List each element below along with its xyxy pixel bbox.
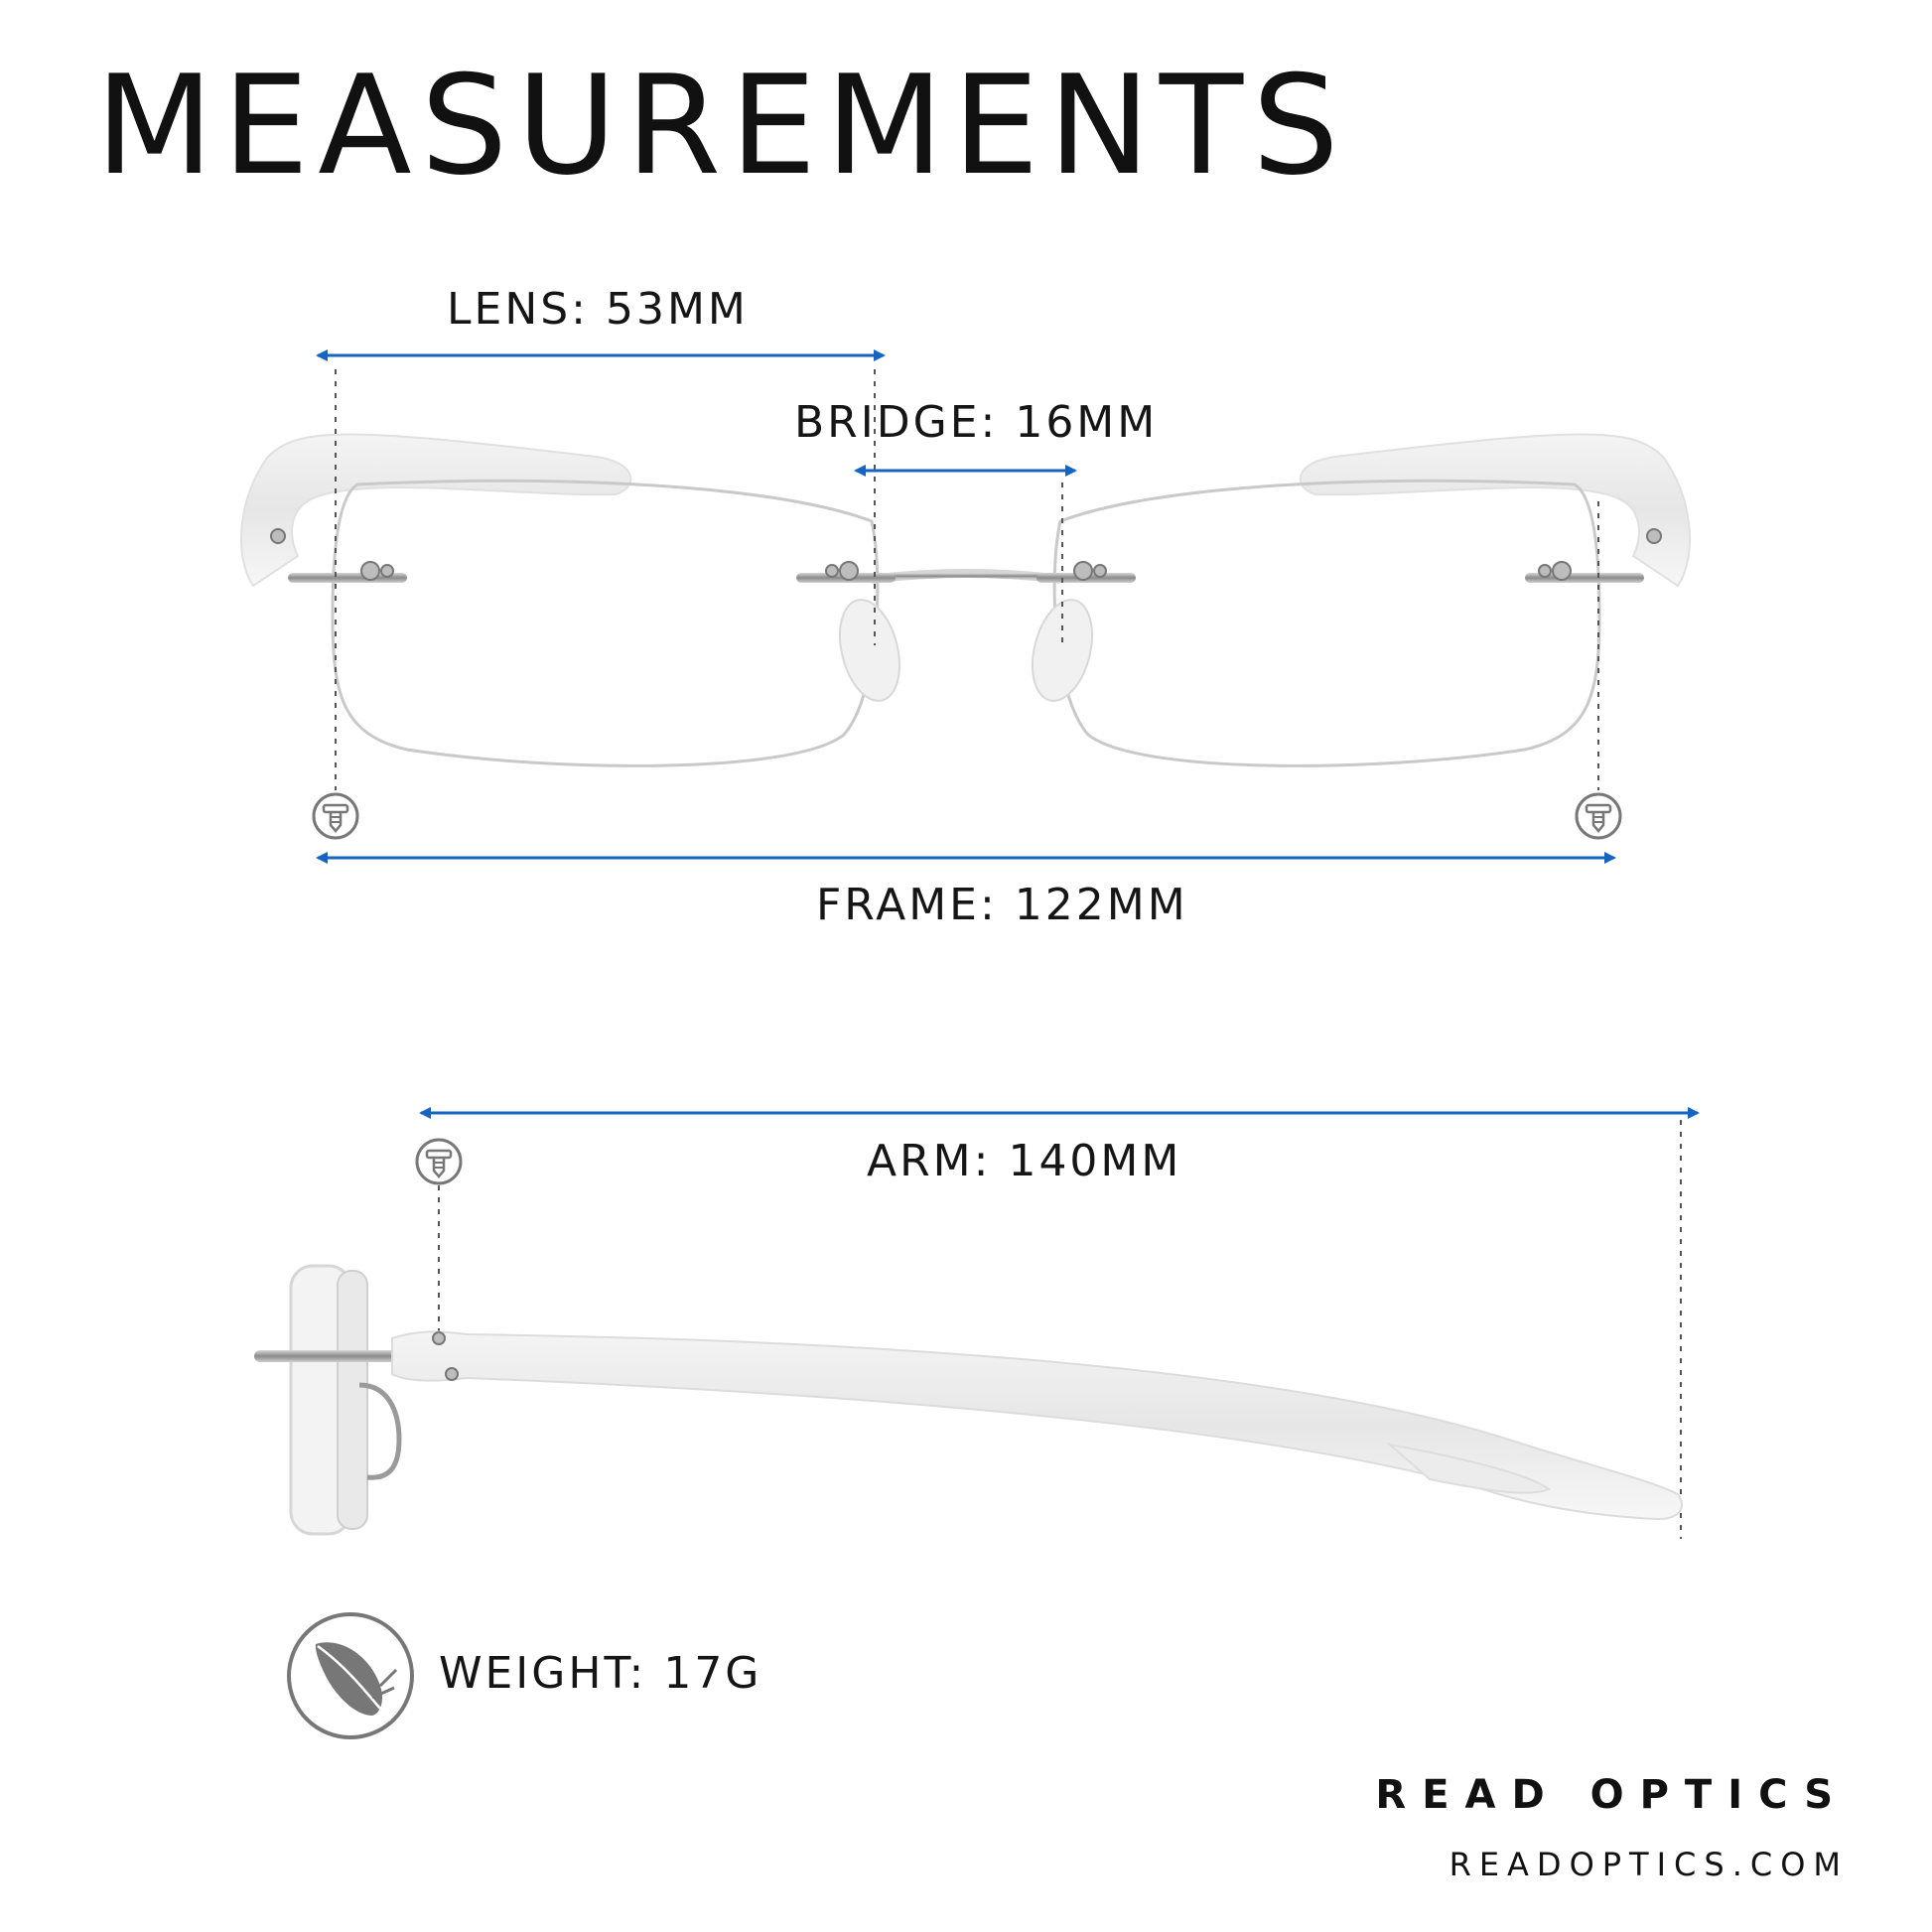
right-nose-pad [1032,599,1093,702]
right-temple-arm [1299,433,1691,588]
bridge-bar [869,569,1063,584]
frame-label: FRAME: 122MM [816,880,1188,930]
side-view-glasses [254,1264,1683,1536]
screw-icon [415,1138,463,1185]
left-nose-pad [839,599,900,702]
front-view-glasses [240,433,1691,767]
side-hinge [254,1350,403,1362]
left-temple-arm [240,433,632,588]
brand-name: READ OPTICS [1375,1772,1849,1818]
lens-label: LENS: 53MM [447,284,749,335]
side-nose-pad [358,1382,402,1480]
bridge-label: BRIDGE: 16MM [794,397,1159,448]
arm-label: ARM: 140MM [867,1136,1182,1186]
feather-icon [287,1612,414,1739]
brand-url: READOPTICS.COM [1449,1846,1849,1883]
right-lens [1052,479,1601,767]
side-temple-arm [391,1330,1683,1521]
weight-label: WEIGHT: 17G [439,1648,762,1699]
screw-icon [1575,792,1622,840]
dimension-guides [335,369,1682,1539]
brand-block: READ OPTICS READOPTICS.COM [1375,1775,1849,1880]
page-title: MEASUREMENTS [95,46,1348,206]
dimension-arrows [316,349,1700,1119]
left-lens [331,479,880,767]
screw-icon [312,792,359,840]
